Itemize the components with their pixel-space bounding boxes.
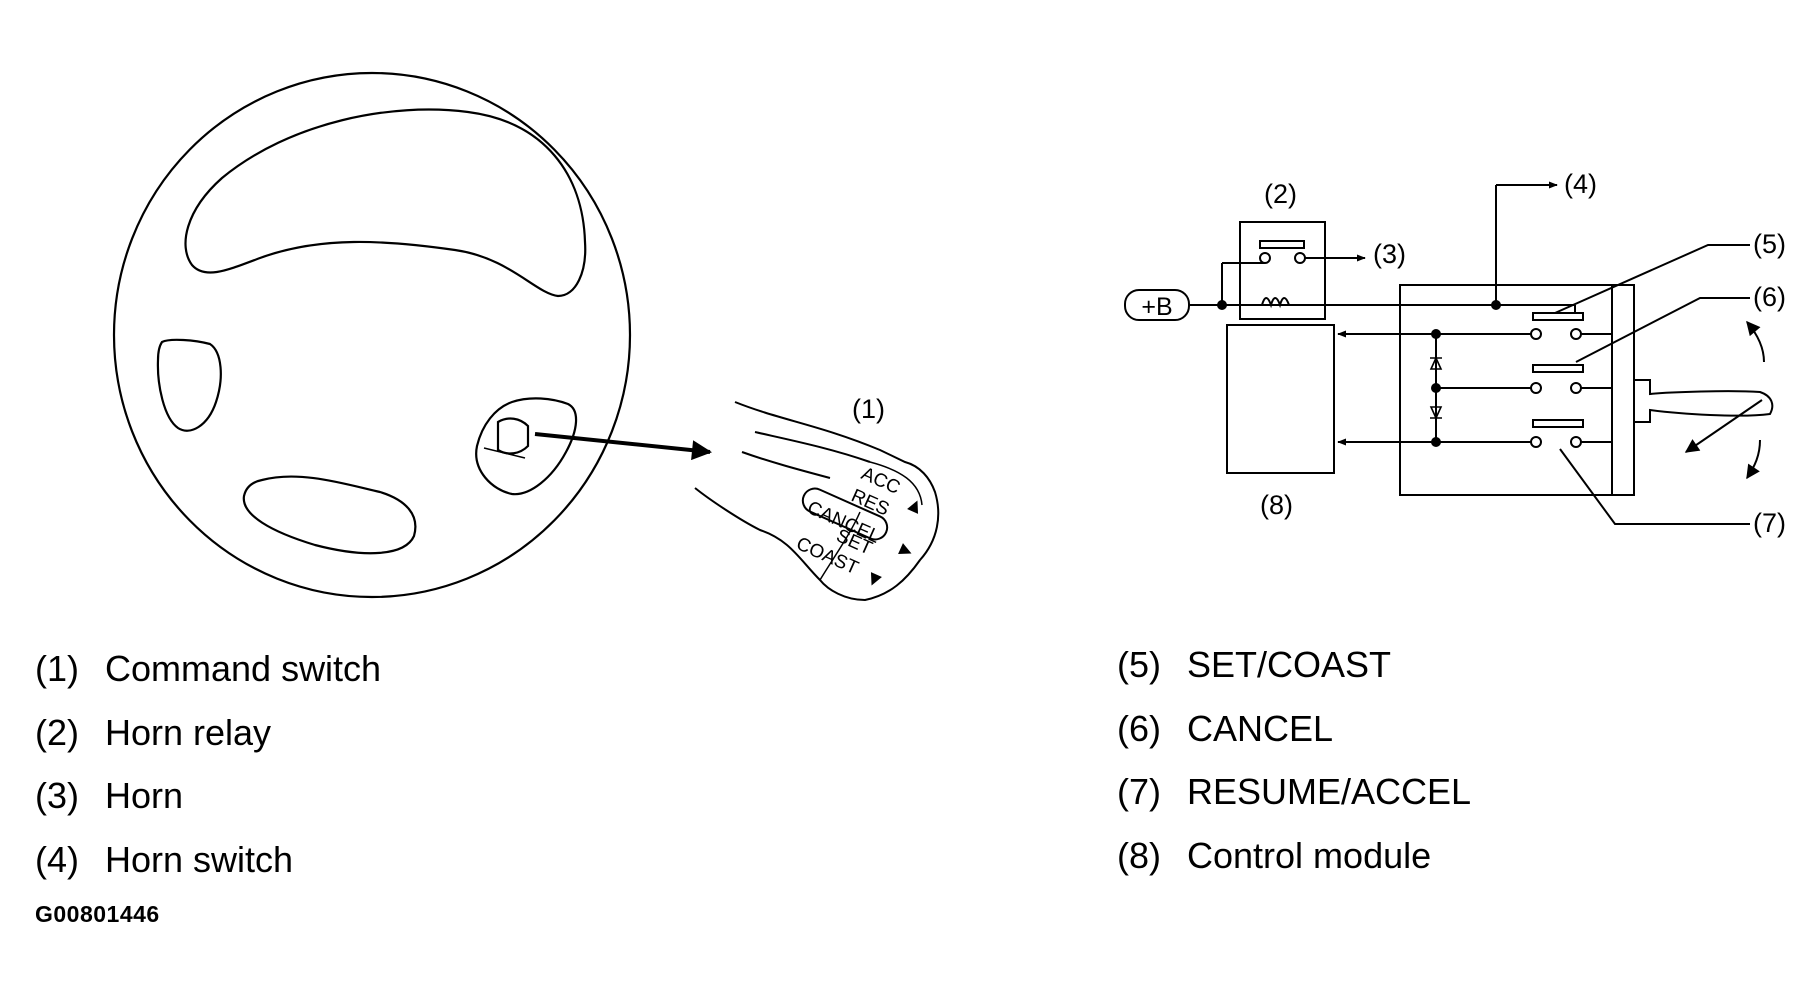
legend-label: Command switch xyxy=(105,648,382,689)
set-direction-icon xyxy=(898,543,912,555)
legend-item: (5)SET/COAST xyxy=(1117,644,1392,685)
wheel-rim-outer xyxy=(112,71,632,599)
legend-item: (8)Control module xyxy=(1117,834,1432,876)
horn-relay-coil xyxy=(1255,297,1312,309)
callout-7: (7) xyxy=(1753,508,1786,538)
lever-pull-arrow xyxy=(1684,399,1763,453)
contact-7-bar xyxy=(1532,419,1584,428)
callout-3: (3) xyxy=(1373,239,1406,269)
legend-label: Horn relay xyxy=(105,711,272,753)
legend-item: (2)Horn relay xyxy=(35,711,272,753)
legend-label: CANCEL xyxy=(1187,707,1334,749)
coast-direction-icon xyxy=(870,572,882,586)
leader-5 xyxy=(1554,244,1750,314)
callout-2: (2) xyxy=(1264,179,1297,209)
legend-item: (6)CANCEL xyxy=(1117,707,1334,749)
legend-item: (4)Horn switch xyxy=(35,838,294,880)
lever-stub xyxy=(1634,379,1774,423)
steering-wheel xyxy=(112,71,632,599)
callout-8: (8) xyxy=(1260,490,1293,520)
control-module-box xyxy=(1226,324,1335,474)
leader-6 xyxy=(1575,297,1750,363)
junction-dots xyxy=(1217,300,1501,447)
legend-label: RESUME/ACCEL xyxy=(1187,771,1472,812)
legend-item: (1)Command switch xyxy=(35,648,382,689)
callout-1: (1) xyxy=(852,394,885,424)
circuit-diagram xyxy=(1124,181,1774,525)
legend-item: (7)RESUME/ACCEL xyxy=(1117,771,1472,812)
callout-6: (6) xyxy=(1753,282,1786,312)
callout-4: (4) xyxy=(1564,169,1597,199)
wheel-top-opening xyxy=(184,108,587,298)
command-switch-pointer-arrow xyxy=(534,432,712,461)
cancel-label-frame xyxy=(801,487,889,541)
leader-7 xyxy=(1559,448,1750,525)
contact-5-bar xyxy=(1532,312,1584,321)
legend-item: (3)Horn xyxy=(35,775,184,816)
command-switch-housing xyxy=(1399,284,1635,496)
lever-up-arrow xyxy=(1746,320,1765,363)
wheel-left-opening xyxy=(156,338,222,432)
wheel-switch-knob xyxy=(496,417,530,455)
legend-label: Horn switch xyxy=(105,838,294,880)
legend-label: Horn xyxy=(105,775,184,816)
legend-left: (1)Command switch (2)Horn relay (3)Horn … xyxy=(35,651,381,905)
figure-code: G00801446 xyxy=(35,901,160,927)
legend-label: SET/COAST xyxy=(1187,644,1392,685)
command-switch-detail xyxy=(694,401,940,602)
wheel-bottom-opening xyxy=(242,475,417,555)
command-switch-lever-outline xyxy=(694,401,940,602)
power-label: +B xyxy=(1141,293,1172,321)
lever-down-arrow xyxy=(1746,439,1761,480)
wheel-switch-recess xyxy=(475,397,578,496)
command-switch-labels: ACC RES CANCEL SET COAST xyxy=(793,463,919,586)
horn-relay-box xyxy=(1239,221,1326,320)
contact-6-bar xyxy=(1532,364,1584,373)
acc-direction-icon xyxy=(907,500,919,514)
legend-right: (5)SET/COAST (6)CANCEL (7)RESUME/ACCEL (… xyxy=(1117,647,1471,901)
callout-5: (5) xyxy=(1753,229,1786,259)
legend-label: Control module xyxy=(1187,834,1432,876)
